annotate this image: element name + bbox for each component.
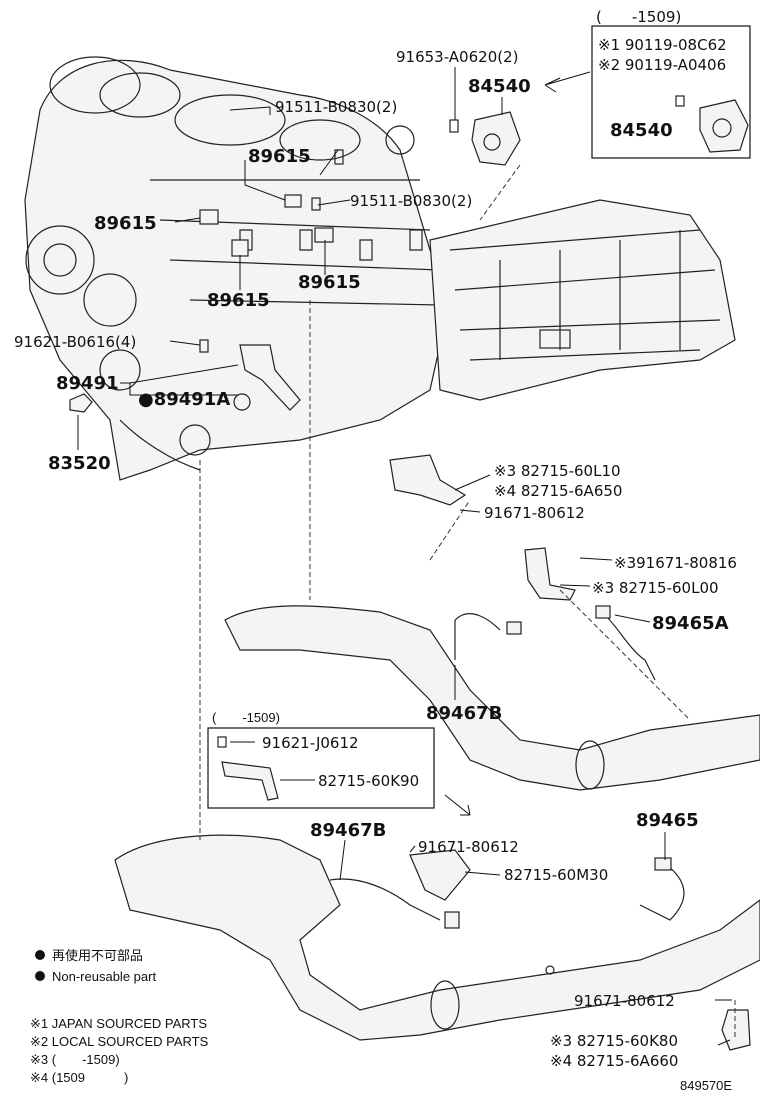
label-89615-c: 89615: [207, 290, 270, 311]
exhaust-upper: [224, 454, 760, 791]
label-82715-6a650: ※4 82715-6A650: [494, 482, 622, 500]
label-91671-80612-b: 91671-80612: [418, 838, 519, 856]
label-91621-b0616: 91621-B0616(4): [14, 333, 136, 351]
footnotes: ※1 JAPAN SOURCED PARTS ※2 LOCAL SOURCED …: [30, 1016, 209, 1085]
label-91621-j0612: 91621-J0612: [262, 734, 359, 752]
label-top-box-part: 84540: [610, 120, 673, 141]
label-89465a: 89465A: [652, 613, 729, 634]
label-top-box-2: ※2 90119-A0406: [598, 56, 726, 74]
leader-lines: [77, 67, 736, 1046]
legend-en: Non-reusable part: [52, 969, 156, 984]
label-89615-d: 89615: [298, 272, 361, 293]
label-91671-80612-c: 91671-80612: [574, 992, 675, 1010]
label-82715-60l10: ※3 82715-60L10: [494, 462, 621, 480]
label-91653-a0620: 91653-A0620(2): [396, 48, 518, 66]
non-reusable-bullet-icon: [35, 950, 45, 960]
engine-illustration: [24, 56, 451, 481]
exhaust-lower: [114, 834, 760, 1051]
middle-detail-box: [207, 727, 435, 809]
label-top-box-1: ※1 90119-08C62: [598, 36, 727, 54]
label-82715-60l00: ※3 82715-60L00: [592, 579, 719, 597]
label-91511-b0830-a: 91511-B0830(2): [275, 98, 397, 116]
neutral-switch-84540: [449, 111, 521, 166]
note-2: ※2 LOCAL SOURCED PARTS: [30, 1034, 209, 1049]
label-82715-6a660: ※4 82715-6A660: [550, 1052, 678, 1070]
note-1: ※1 JAPAN SOURCED PARTS: [30, 1016, 207, 1031]
legend: 再使用不可部品 Non-reusable part: [35, 948, 156, 984]
label-89465: 89465: [636, 810, 699, 831]
label-82715-60m30: 82715-60M30: [504, 866, 608, 884]
part-labels: ( -1509) ※1 90119-08C62 ※2 90119-A0406 8…: [14, 8, 737, 1070]
neutral-switch-box-art: [675, 95, 749, 153]
engine-small-parts: [69, 149, 344, 413]
label-89615-b: 89615: [94, 213, 157, 234]
legend-jp: 再使用不可部品: [52, 948, 143, 963]
label-89491: 89491: [56, 373, 119, 394]
note-4: ※4 (1509 ): [30, 1070, 128, 1085]
label-91511-b0830-b: 91511-B0830(2): [350, 192, 472, 210]
label-82715-60k90: 82715-60K90: [318, 772, 419, 790]
non-reusable-bullet-icon-2: [35, 971, 45, 981]
label-89467b-b: 89467B: [310, 820, 386, 841]
middle-box-range: ( -1509): [212, 710, 280, 725]
top-detail-box: [591, 25, 751, 159]
transmission-illustration: [429, 199, 736, 401]
label-91671-80816: ※391671-80816: [614, 554, 737, 572]
label-89491a: ●89491A: [138, 389, 230, 410]
label-84540: 84540: [468, 76, 531, 97]
figure-code: 849570E: [680, 1078, 732, 1093]
label-83520: 83520: [48, 453, 111, 474]
top-box-range: ( -1509): [596, 8, 681, 26]
note-3: ※3 ( -1509): [30, 1052, 120, 1067]
middle-box-art: [217, 736, 279, 801]
label-91671-80612-a: 91671-80612: [484, 504, 585, 522]
label-89615-a: 89615: [248, 146, 311, 167]
label-89467b-a: 89467B: [426, 703, 502, 724]
label-82715-60k80: ※3 82715-60K80: [550, 1032, 678, 1050]
